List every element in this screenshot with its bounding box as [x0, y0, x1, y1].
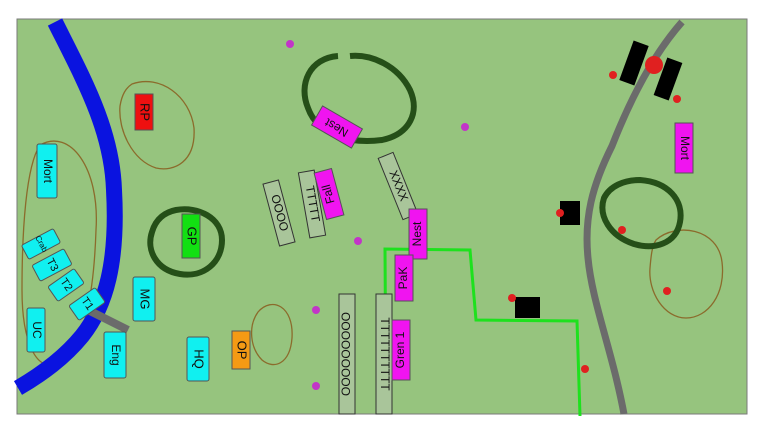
building	[560, 201, 580, 225]
label-mort-left-text: Mort	[41, 159, 55, 184]
label-gren[interactable]: Gren 1	[391, 319, 411, 381]
purple-marker	[312, 306, 320, 314]
label-hq[interactable]: HQ	[186, 336, 210, 382]
label-mort-right[interactable]: Mort	[674, 122, 694, 174]
label-mort-right-text: Mort	[678, 136, 692, 161]
rack-ttttt-text: TTTTT	[303, 185, 323, 224]
ring-top	[301, 52, 417, 144]
area-outline-rp	[119, 81, 195, 170]
purple-marker	[286, 40, 294, 48]
label-rp-text: RP	[138, 103, 153, 121]
label-pak-text: PaK	[396, 267, 410, 290]
label-fall-text: Fall	[319, 183, 338, 205]
red-marker	[618, 226, 626, 234]
rack-tttttttttt-text: TTTTTTTTTT	[378, 317, 392, 391]
label-nest-mid[interactable]: Nest	[408, 208, 428, 260]
red-marker	[556, 209, 564, 217]
area-outline-right	[649, 229, 724, 319]
label-mg-text: MG	[138, 289, 153, 310]
green-path	[383, 247, 582, 417]
label-t3-text: T3	[44, 256, 61, 273]
label-op[interactable]: OP	[231, 330, 251, 370]
label-crab[interactable]: Crab	[21, 228, 61, 261]
label-nest-mid-text: Nest	[410, 221, 424, 246]
bridge	[86, 306, 130, 334]
purple-marker	[354, 237, 362, 245]
label-t2[interactable]: T2	[48, 268, 85, 302]
rack-ooooooooo-text: OOOOOOOOO	[339, 312, 353, 396]
red-marker	[663, 287, 671, 295]
label-t3[interactable]: T3	[32, 248, 72, 282]
building	[653, 57, 683, 101]
label-gren-text: Gren 1	[393, 331, 407, 368]
building	[515, 297, 540, 318]
label-pak[interactable]: PaK	[394, 254, 414, 302]
label-gp[interactable]: GP	[181, 213, 201, 259]
label-mort-left[interactable]: Mort	[36, 143, 58, 199]
road	[583, 19, 685, 415]
label-gp-text: GP	[185, 227, 200, 246]
label-eng-text: Eng	[109, 344, 123, 365]
label-op-text: OP	[235, 341, 250, 360]
label-hq-text: HQ	[192, 349, 207, 369]
label-mg[interactable]: MG	[132, 276, 156, 322]
red-marker-large	[645, 56, 663, 74]
rack-tttttttttt[interactable]: TTTTTTTTTT	[375, 293, 393, 415]
label-uc[interactable]: UC	[26, 307, 46, 353]
label-nest-top[interactable]: Nest	[310, 105, 364, 149]
building	[619, 40, 649, 86]
purple-marker	[312, 382, 320, 390]
rack-ttttt[interactable]: TTTTT	[297, 169, 327, 239]
red-marker	[673, 95, 681, 103]
river	[13, 18, 123, 395]
label-rp[interactable]: RP	[134, 93, 154, 131]
rack-oooo[interactable]: OOOO	[262, 179, 296, 247]
ring-gp	[147, 206, 226, 278]
red-marker	[508, 294, 516, 302]
label-t1[interactable]: T1	[69, 287, 106, 321]
ring-right	[599, 176, 684, 250]
label-fall[interactable]: Fall	[313, 167, 345, 221]
red-marker	[581, 365, 589, 373]
label-uc-text: UC	[30, 321, 44, 339]
purple-marker	[461, 123, 469, 131]
area-outline-op	[251, 303, 293, 366]
label-eng[interactable]: Eng	[103, 331, 127, 379]
red-marker	[609, 71, 617, 79]
rack-ooooooooo[interactable]: OOOOOOOOO	[338, 293, 356, 415]
